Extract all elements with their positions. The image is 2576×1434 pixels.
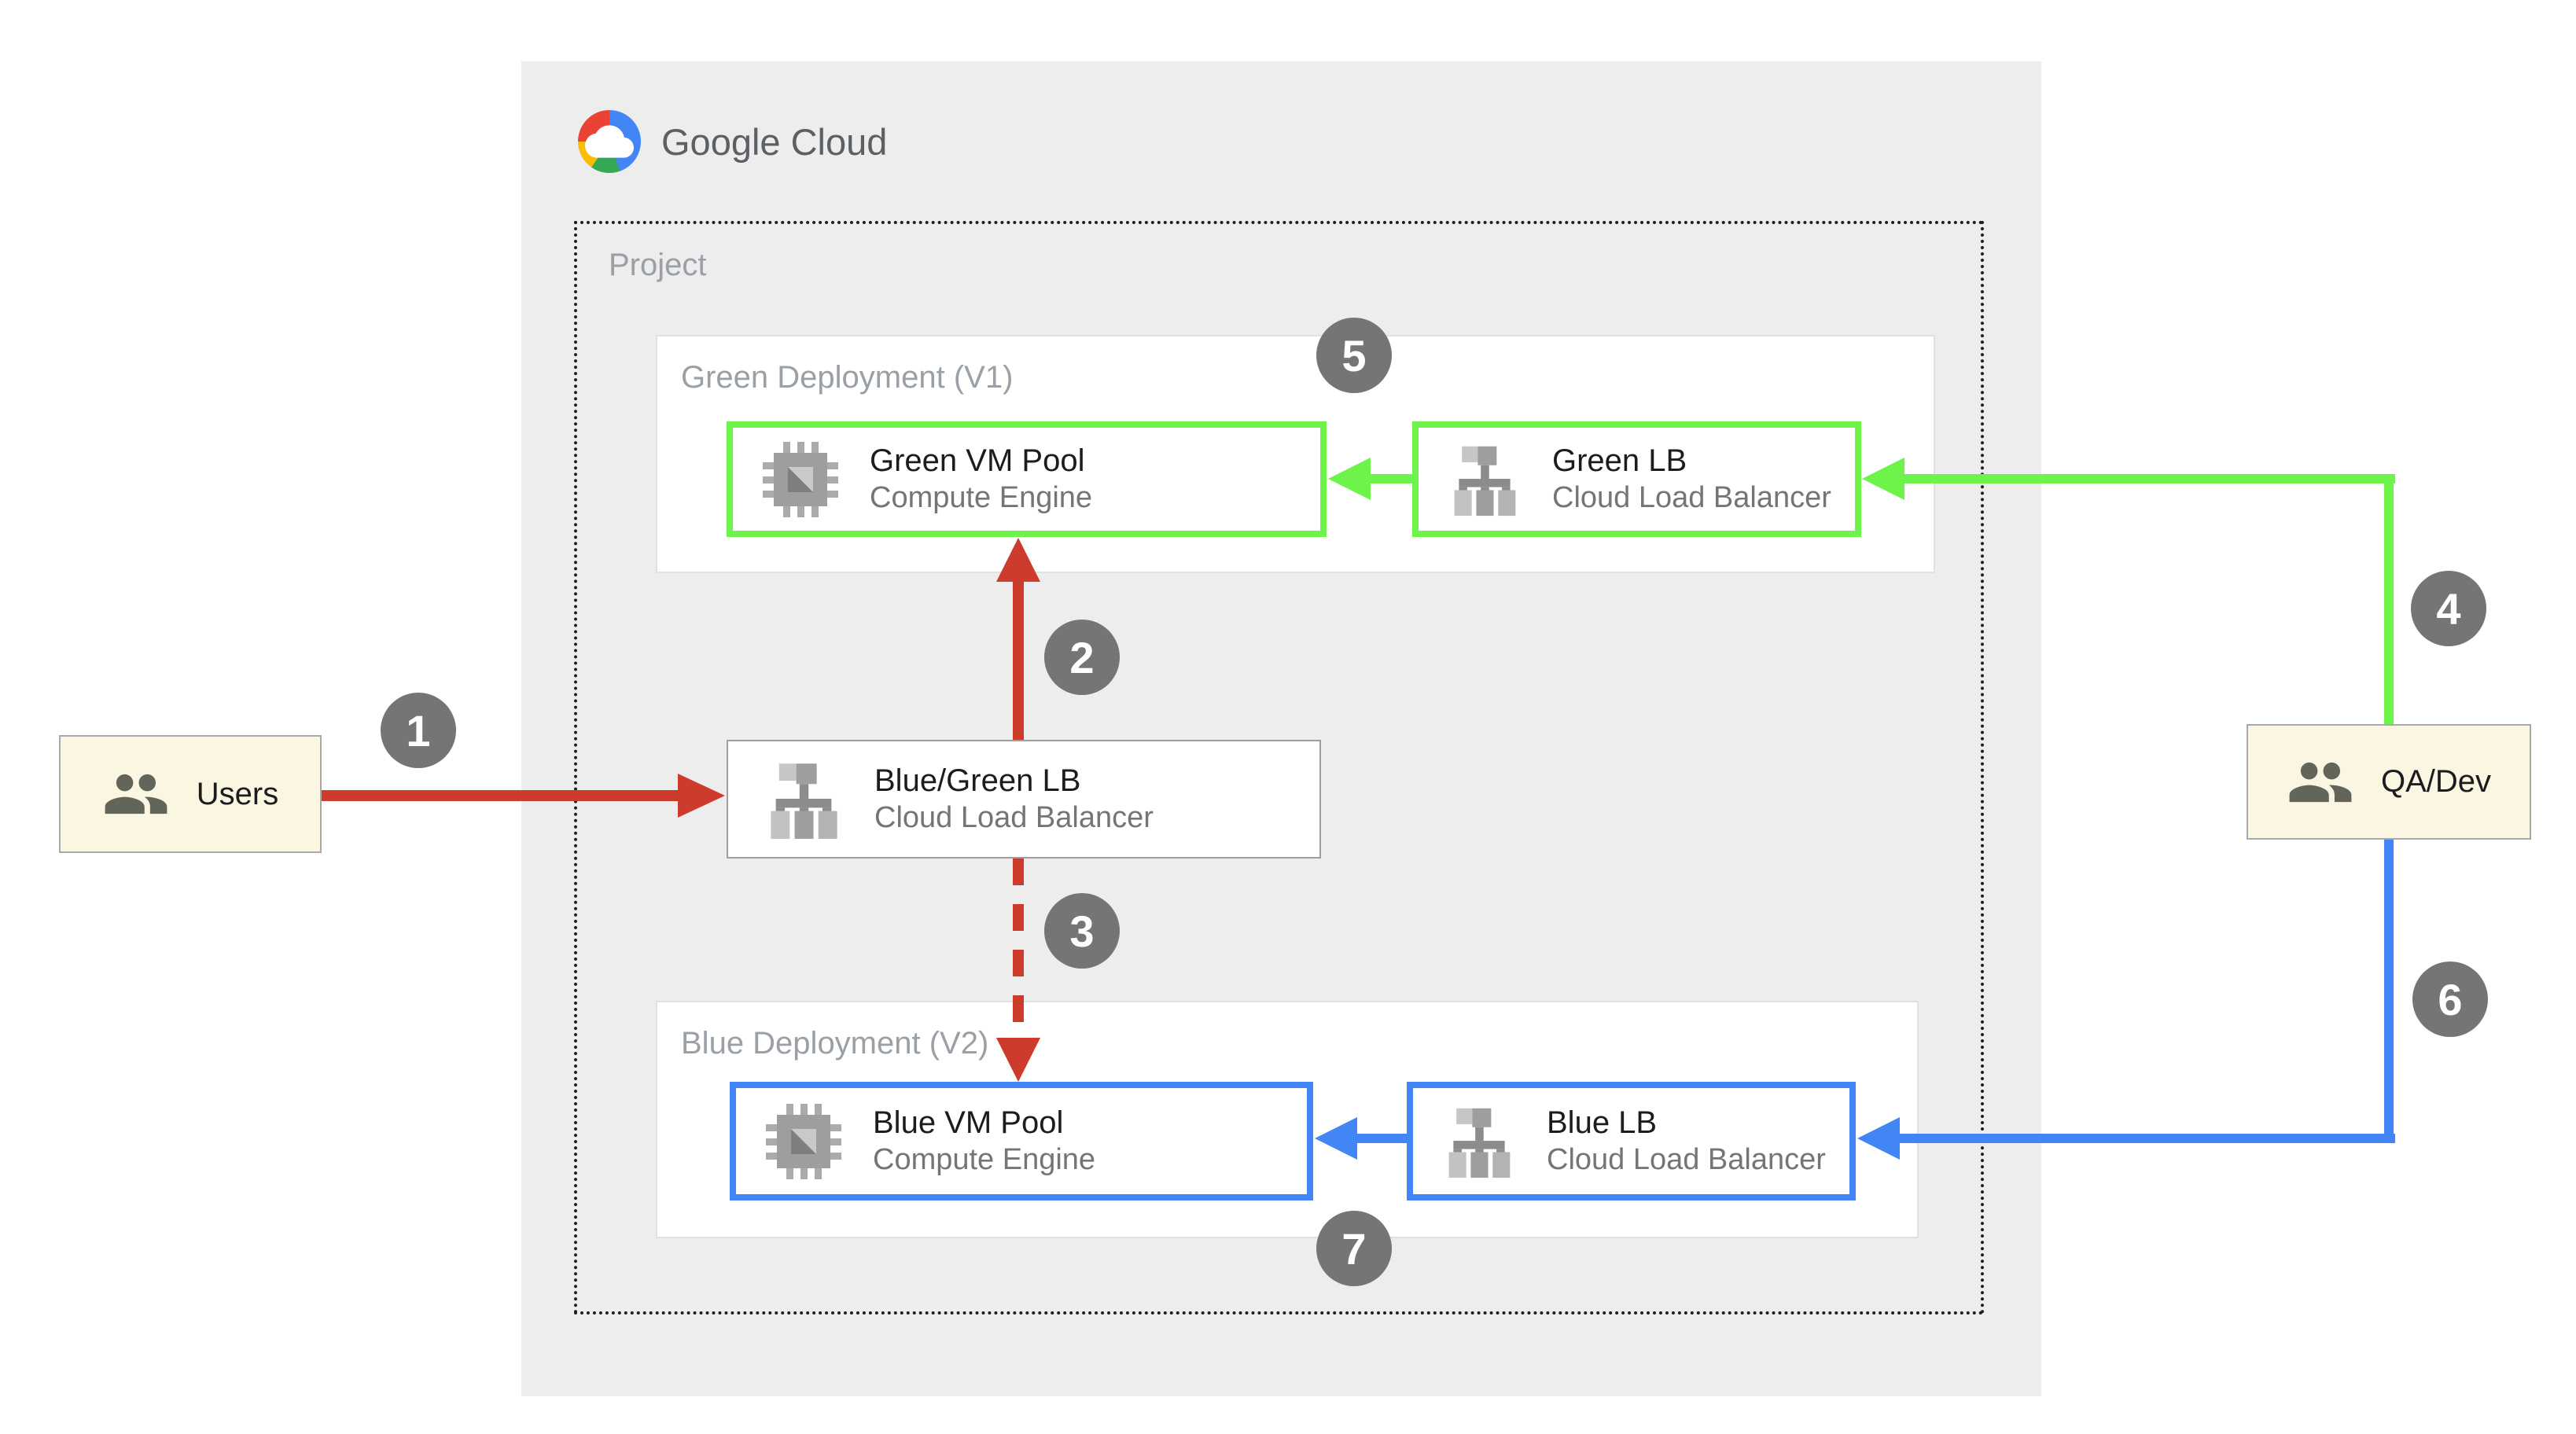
load-balancer-icon xyxy=(1448,1108,1511,1178)
arrow-qadev-to-green-lb-head xyxy=(1862,458,1904,500)
project-boundary: Project xyxy=(574,221,1984,1314)
blue-vm-pool-subtitle: Compute Engine xyxy=(873,1142,1096,1176)
load-balancer-icon xyxy=(1454,446,1516,516)
arrow-qadev-to-blue-lb-vertical xyxy=(2384,840,2394,1143)
step-number: 5 xyxy=(1341,330,1367,381)
blue-vm-pool-title: Blue VM Pool xyxy=(873,1105,1064,1140)
step-number: 6 xyxy=(2438,974,2463,1024)
green-vm-pool-text: Green VM Pool Compute Engine xyxy=(870,442,1092,517)
arrow-qadev-to-blue-lb-head xyxy=(1857,1117,1900,1160)
step-badge-5: 5 xyxy=(1316,318,1392,393)
step-number: 4 xyxy=(2436,583,2461,634)
qa-dev-box: QA/Dev xyxy=(2247,724,2531,840)
compute-engine-icon xyxy=(766,1103,841,1179)
blue-vm-pool-text: Blue VM Pool Compute Engine xyxy=(873,1104,1095,1179)
step-number: 2 xyxy=(1069,632,1095,682)
arrow-blue-lb-to-blue-vm xyxy=(1356,1134,1407,1143)
arrow-qadev-to-green-lb-vertical xyxy=(2384,474,2394,724)
arrow-lb-to-blue-vm-head xyxy=(996,1038,1040,1082)
green-lb-node: Green LB Cloud Load Balancer xyxy=(1412,421,1861,537)
blue-green-lb-text: Blue/Green LB Cloud Load Balancer xyxy=(874,762,1154,837)
compute-engine-icon xyxy=(763,441,838,517)
blue-deployment-title: Blue Deployment (V2) xyxy=(681,1026,989,1061)
green-deployment-title: Green Deployment (V1) xyxy=(681,360,1014,395)
green-vm-pool-subtitle: Compute Engine xyxy=(870,480,1093,514)
blue-lb-node: Blue LB Cloud Load Balancer xyxy=(1407,1082,1856,1201)
people-icon xyxy=(105,774,167,814)
project-label: Project xyxy=(609,248,707,282)
google-cloud-cloud-icon xyxy=(578,110,641,173)
step-badge-2: 2 xyxy=(1044,620,1120,695)
green-vm-pool-node: Green VM Pool Compute Engine xyxy=(727,421,1327,537)
arrow-green-lb-to-green-vm xyxy=(1369,474,1412,484)
green-lb-subtitle: Cloud Load Balancer xyxy=(1552,480,1831,514)
arrow-users-to-lb-head xyxy=(678,774,725,818)
step-number: 3 xyxy=(1069,906,1095,956)
step-number: 7 xyxy=(1341,1223,1367,1274)
blue-lb-title: Blue LB xyxy=(1547,1105,1658,1140)
blue-vm-pool-node: Blue VM Pool Compute Engine xyxy=(730,1082,1313,1201)
people-icon xyxy=(2289,762,2352,802)
blue-green-lb-subtitle: Cloud Load Balancer xyxy=(874,800,1154,834)
arrow-users-to-lb xyxy=(322,790,681,801)
step-badge-3: 3 xyxy=(1044,893,1120,969)
green-vm-pool-title: Green VM Pool xyxy=(870,443,1085,478)
step-badge-4: 4 xyxy=(2411,571,2486,646)
users-label: Users xyxy=(196,776,279,811)
google-cloud-logo-text: Google Cloud xyxy=(661,120,888,163)
blue-lb-text: Blue LB Cloud Load Balancer xyxy=(1547,1104,1826,1179)
arrow-qadev-to-blue-lb-horizontal xyxy=(1899,1134,2395,1143)
arrow-blue-lb-to-blue-vm-head xyxy=(1315,1117,1357,1160)
blue-green-lb-node: Blue/Green LB Cloud Load Balancer xyxy=(727,740,1321,859)
step-number: 1 xyxy=(406,705,431,756)
users-box: Users xyxy=(59,735,322,853)
arrow-green-lb-to-green-vm-head xyxy=(1328,458,1371,500)
green-lb-text: Green LB Cloud Load Balancer xyxy=(1552,442,1831,517)
arrow-lb-to-green-vm-head xyxy=(996,538,1040,582)
step-badge-6: 6 xyxy=(2412,962,2488,1037)
qa-dev-label: QA/Dev xyxy=(2380,764,2492,799)
step-badge-7: 7 xyxy=(1316,1211,1392,1286)
arrow-lb-to-green-vm xyxy=(1013,580,1024,740)
arrow-lb-to-blue-vm-dashed xyxy=(1013,859,1024,1039)
green-lb-title: Green LB xyxy=(1552,443,1687,478)
step-badge-1: 1 xyxy=(381,693,456,768)
blue-green-lb-title: Blue/Green LB xyxy=(874,763,1081,798)
load-balancer-icon xyxy=(771,763,837,839)
blue-lb-subtitle: Cloud Load Balancer xyxy=(1547,1142,1826,1176)
google-cloud-logo: Google Cloud xyxy=(578,110,887,173)
arrow-qadev-to-green-lb-horizontal xyxy=(1903,474,2395,484)
